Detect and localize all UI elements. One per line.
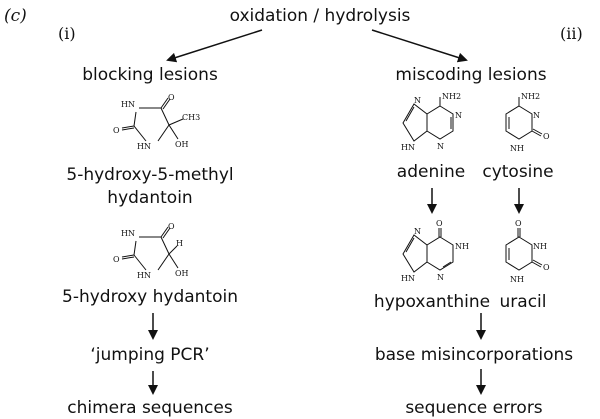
adenine-atom-n7: N <box>414 96 421 105</box>
miscoding-lesions-heading: miscoding lesions <box>395 65 547 85</box>
uracil-atom-nh3: NH <box>533 242 547 251</box>
hypoxanthine-structure: O NH N N HN <box>401 219 469 283</box>
chimera-sequences-label: chimera sequences <box>67 398 233 418</box>
hh-atom-o-top: O <box>168 222 175 231</box>
adenine-atom-n3: N <box>437 142 444 151</box>
compound-hydroxymethylhydantoin-line2: hydantoin <box>107 188 193 208</box>
cytosine-atom-n3: N <box>533 111 540 120</box>
cytosine-label: cytosine <box>482 162 554 182</box>
adenine-structure: NH2 N N N HN <box>401 92 462 152</box>
adenine-atom-hn9: HN <box>401 143 415 152</box>
hmh-atom-ch3: CH3 <box>182 113 200 122</box>
compound-hydroxymethylhydantoin-line1: 5-hydroxy-5-methyl <box>66 165 234 185</box>
compound-hydroxyhydantoin: 5-hydroxy hydantoin <box>62 287 238 307</box>
right-branch-numeral: (ii) <box>560 24 583 43</box>
hmh-atom-nh: HN <box>137 142 151 151</box>
blocking-lesions-heading: blocking lesions <box>82 65 218 85</box>
hypoxanthine-atom-nh1: NH <box>455 242 469 251</box>
hh-atom-hn: HN <box>121 229 135 238</box>
hh-atom-nh: HN <box>137 271 151 280</box>
uracil-atom-o2: O <box>543 263 550 272</box>
hypoxanthine-atom-n3: N <box>437 273 444 282</box>
hh-atom-h: H <box>176 239 183 248</box>
hypoxanthine-atom-o: O <box>436 219 443 228</box>
hydroxymethylhydantoin-structure: HN O O CH3 HN OH <box>113 93 200 151</box>
hmh-atom-o-left: O <box>113 126 120 135</box>
arrow-to-blocking <box>166 29 263 63</box>
hmh-atom-hn: HN <box>121 100 135 109</box>
adenine-atom-nh2: NH2 <box>442 92 461 101</box>
hh-atom-o-left: O <box>113 255 120 264</box>
arrow-to-miscoding <box>371 29 468 63</box>
jumping-pcr-label: ‘jumping PCR’ <box>90 345 210 365</box>
hmh-atom-o-top: O <box>168 93 175 102</box>
uracil-atom-nh1: NH <box>510 275 524 284</box>
uracil-atom-o4: O <box>515 219 522 228</box>
cytosine-atom-o: O <box>543 132 550 141</box>
cytosine-atom-nh2: NH2 <box>521 92 540 101</box>
hypoxanthine-label: hypoxanthine <box>373 292 491 312</box>
hypoxanthine-atom-n7: N <box>414 227 421 236</box>
left-branch-numeral: (i) <box>58 24 76 43</box>
hydroxyhydantoin-structure: HN O O H HN OH <box>113 222 189 280</box>
cytosine-atom-nh1: NH <box>510 144 524 153</box>
sequence-errors-label: sequence errors <box>405 398 543 418</box>
uracil-structure: O NH O NH <box>505 219 550 284</box>
adenine-label: adenine <box>396 162 466 182</box>
cytosine-structure: NH2 N O NH <box>505 92 550 153</box>
adenine-atom-n1: N <box>455 111 462 120</box>
diagram-title: oxidation / hydrolysis <box>229 6 411 26</box>
panel-label: (c) <box>4 6 27 26</box>
uracil-label: uracil <box>499 292 547 312</box>
base-misincorporations-label: base misincorporations <box>374 345 574 365</box>
hmh-atom-oh: OH <box>175 140 189 149</box>
hypoxanthine-atom-hn9: HN <box>401 274 415 283</box>
hh-atom-oh: OH <box>175 269 189 278</box>
